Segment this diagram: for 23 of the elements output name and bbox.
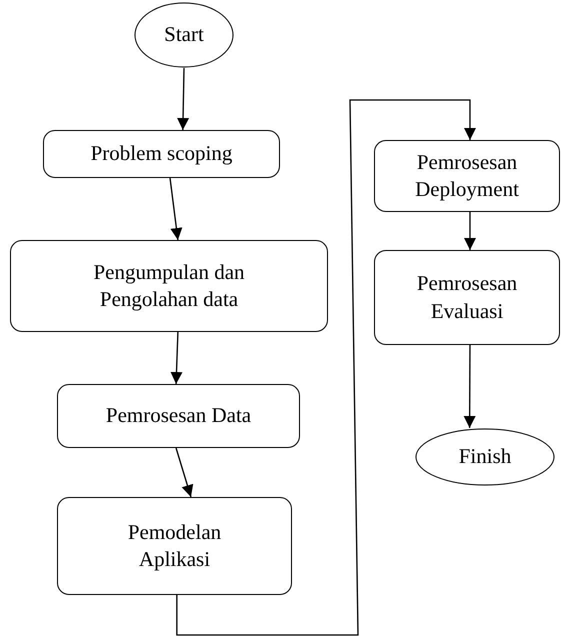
node-label: Problem scoping xyxy=(90,140,232,168)
process-box xyxy=(57,497,292,595)
terminal-ellipse xyxy=(134,2,234,68)
process-box xyxy=(374,250,560,345)
arrow xyxy=(464,212,476,250)
arrow xyxy=(177,68,190,130)
arrow xyxy=(176,99,476,636)
process-box xyxy=(43,130,280,178)
process-box xyxy=(10,240,328,332)
node-label: Pemrosesan Data xyxy=(106,402,252,430)
node-label: Pengumpulan dan Pengolahan data xyxy=(92,258,246,313)
process-box xyxy=(374,140,560,212)
node-label: Finish xyxy=(458,443,512,470)
terminal-ellipse xyxy=(415,428,555,486)
process-box xyxy=(57,384,300,448)
node-label: Start xyxy=(164,21,204,48)
arrow xyxy=(464,345,476,428)
arrow xyxy=(175,448,194,498)
node-label: Pemodelan Aplikasi xyxy=(126,518,222,573)
arrow xyxy=(170,332,182,384)
node-label: Pemrosesan Deployment xyxy=(414,148,520,203)
node-label: Pemrosesan Evaluasi xyxy=(416,270,518,324)
arrow xyxy=(169,178,182,240)
